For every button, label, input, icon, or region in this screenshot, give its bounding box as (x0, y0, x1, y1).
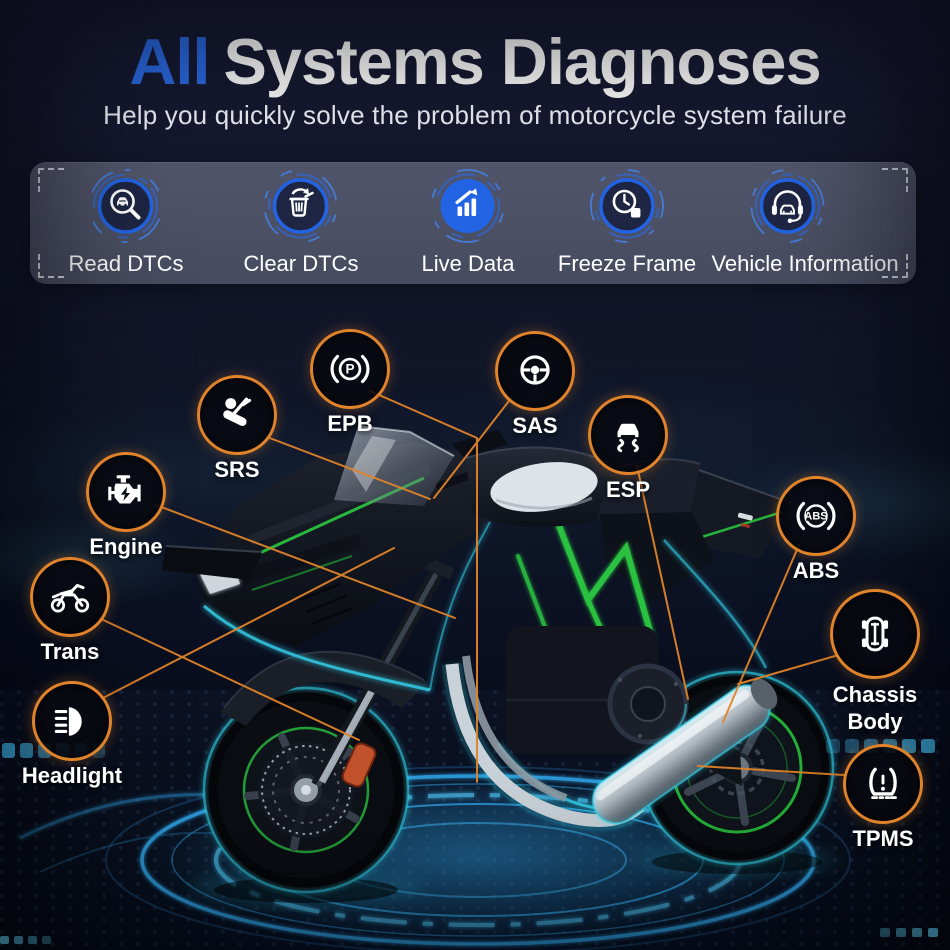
airbag-icon (197, 375, 277, 455)
callout-line-abs (722, 544, 800, 723)
callout-trans: Trans (30, 557, 110, 664)
feature-label: Live Data (421, 251, 515, 276)
title-highlight: All (129, 25, 210, 98)
platform-rings (19, 766, 851, 950)
callout-sas: SAS (495, 331, 575, 438)
callout-label: Trans (40, 639, 100, 664)
title-rest: Systems Diagnoses (223, 25, 821, 98)
trash-arrow-icon (264, 169, 338, 243)
feature-label: Clear DTCs (243, 251, 359, 276)
exhaust-headers (445, 663, 645, 828)
callout-label: Chassis Body (832, 682, 918, 734)
callout-headlight: Headlight (22, 681, 122, 788)
feature-label: Read DTCs (68, 251, 184, 276)
callout-line-trans (98, 617, 360, 741)
callout-line-engine (155, 504, 456, 619)
clock-frame-icon (590, 169, 664, 243)
muffler (591, 678, 778, 825)
callout-epb: P EPB (310, 329, 390, 436)
callout-label: SRS (214, 457, 260, 482)
headlight-lens (200, 560, 240, 594)
dashed-corner-icon (38, 168, 64, 192)
car-skid-icon (588, 395, 668, 475)
dashed-corner-icon (882, 254, 908, 278)
chassis-icon (830, 589, 920, 679)
rear-wheel (639, 670, 835, 866)
callout-line-tpms (697, 765, 845, 776)
callout-esp: ESP (588, 395, 668, 502)
callout-label: SAS (512, 413, 558, 438)
callout-abs: ABS ABS (776, 476, 856, 583)
abs-brake-icon: ABS (776, 476, 856, 556)
frame-tubes (516, 515, 655, 658)
front-fork (311, 554, 455, 790)
callout-label: TPMS (852, 826, 914, 851)
feature-clear-dtcs: Clear DTCs (243, 168, 359, 277)
feature-freeze-frame: Freeze Frame (558, 168, 696, 277)
motorcycle-illustration (162, 425, 835, 894)
mirror (452, 430, 508, 458)
brake-caliper (341, 742, 377, 788)
feature-label: Freeze Frame (557, 251, 697, 276)
floor-light-strips (0, 739, 938, 944)
callout-line-chassis (737, 655, 836, 685)
tail-unit (664, 465, 795, 558)
svg-text:P: P (345, 362, 354, 377)
feature-vehicle-information: Vehicle Information (693, 168, 899, 277)
callout-line-headlight (100, 547, 395, 700)
engine-block (506, 626, 689, 754)
callout-tpms: TPMS (843, 744, 923, 851)
callout-label: ABS (792, 558, 840, 583)
tire-alert-icon (843, 744, 923, 824)
callout-line-srs (266, 436, 431, 500)
magnifier-car-icon (89, 169, 163, 243)
callout-label: Headlight (21, 763, 123, 788)
callout-line-epb (369, 390, 478, 783)
front-wheel (202, 686, 410, 894)
dashed-corner-icon (38, 254, 64, 278)
callout-engine: Engine (86, 452, 166, 559)
engine-icon (86, 452, 166, 532)
parking-brake-icon: P (310, 329, 390, 409)
feature-live-data: Live Data (421, 168, 515, 277)
feature-label: Vehicle Information (711, 251, 899, 276)
callout-label: EPB (327, 411, 373, 436)
winglet (162, 546, 262, 580)
callout-label: ESP (605, 477, 651, 502)
headset-car-icon (750, 169, 824, 243)
front-fender (220, 652, 428, 726)
callout-chassis-body: Chassis Body (830, 589, 920, 734)
feature-read-dtcs: Read DTCs (68, 168, 184, 277)
handlebar (436, 464, 494, 490)
motorcycle-icon (30, 557, 110, 637)
stage-floor (0, 690, 950, 950)
windscreen (334, 425, 455, 506)
dashed-corner-icon (882, 168, 908, 192)
swingarm (630, 696, 742, 786)
headlight-icon (32, 681, 112, 761)
svg-text:ABS: ABS (804, 511, 827, 523)
chart-up-icon (431, 169, 505, 243)
callout-line-sas (433, 396, 513, 499)
page-subtitle: Help you quickly solve the problem of mo… (103, 100, 847, 130)
callout-srs: SRS (197, 375, 277, 482)
steering-wheel-icon (495, 331, 575, 411)
